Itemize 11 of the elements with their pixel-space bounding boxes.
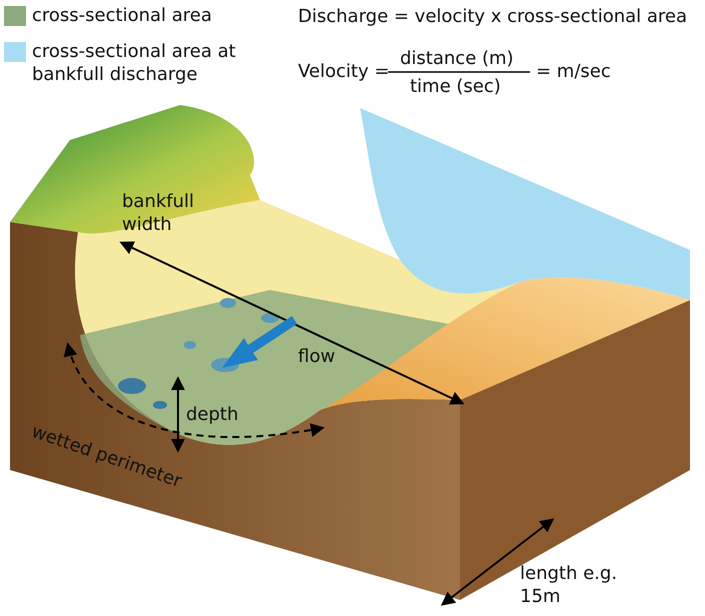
formula-text: = m/sec bbox=[536, 60, 611, 83]
legend-label: cross-sectional area bbox=[32, 4, 213, 27]
formula-text: time (sec) bbox=[410, 75, 501, 98]
formula-text: Velocity = bbox=[298, 60, 390, 83]
dimension-label: bankfull width bbox=[122, 190, 196, 236]
legend-label: cross-sectional area at bankfull discharge bbox=[32, 40, 237, 86]
dimension-label: length e.g. 15m bbox=[520, 562, 618, 608]
dimension-label: depth bbox=[186, 403, 238, 426]
formula-text: distance (m) bbox=[400, 47, 514, 70]
formula-text: Discharge = velocity x cross-sectional area bbox=[298, 5, 688, 28]
arrow-label: flow bbox=[298, 345, 336, 368]
